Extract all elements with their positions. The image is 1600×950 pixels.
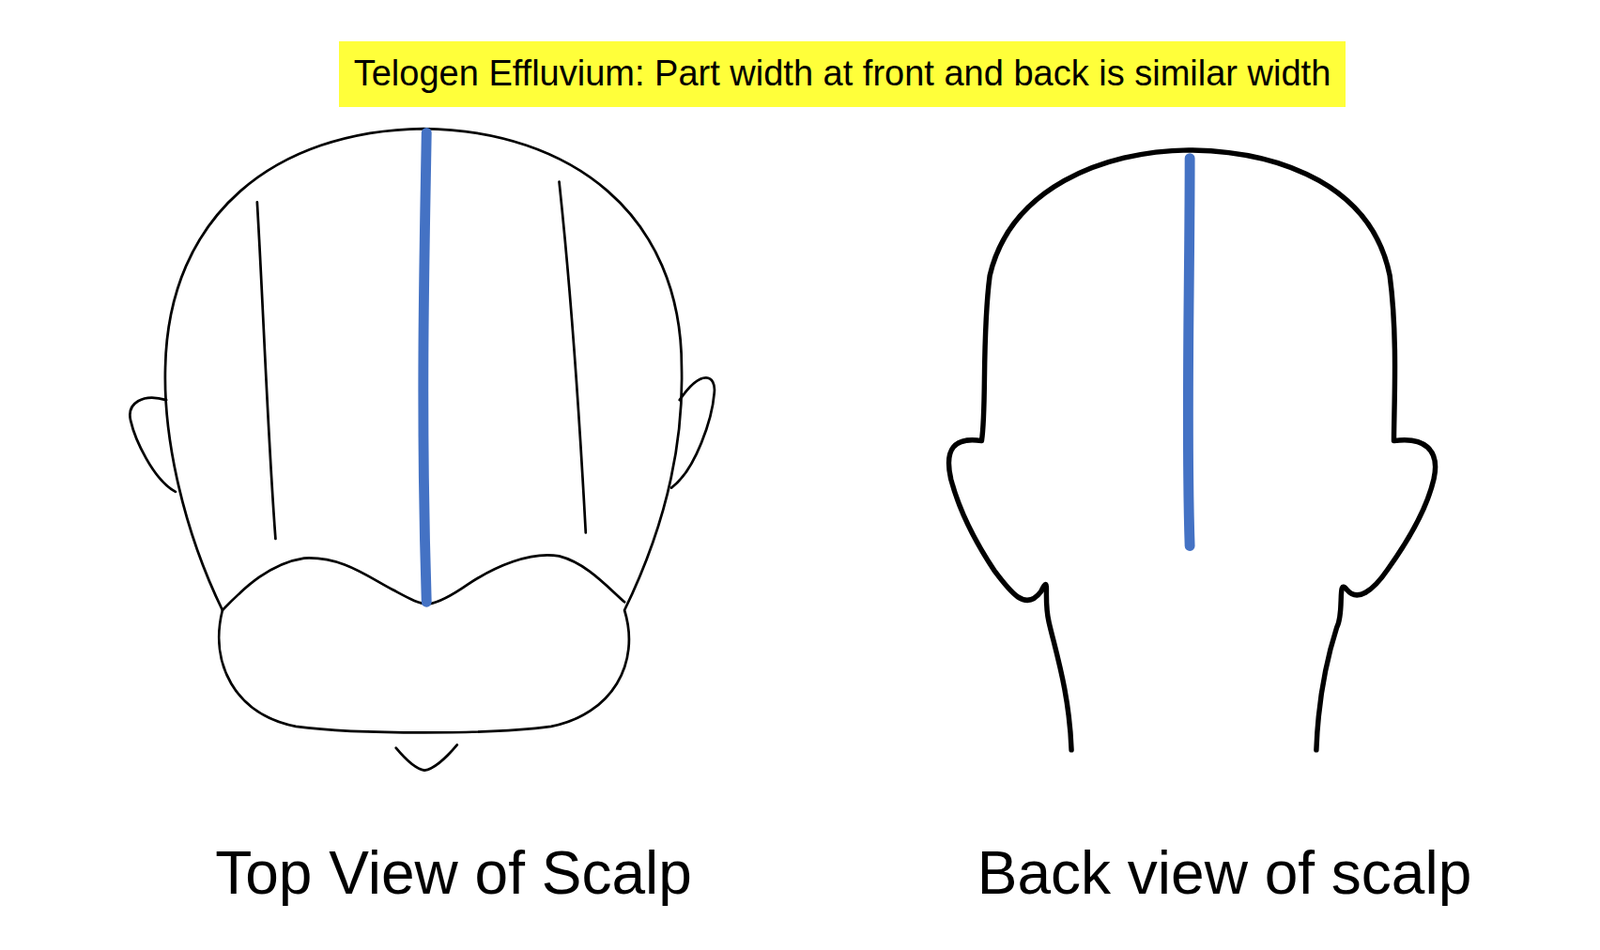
right-ear (671, 377, 715, 488)
part-line (1187, 158, 1190, 547)
view-label: Back view of scalp (977, 840, 1472, 907)
left-ear (129, 398, 175, 493)
nose (396, 744, 458, 770)
head-outline (165, 128, 682, 733)
back-head-outline (948, 150, 1435, 751)
side-line (559, 182, 586, 534)
title-banner: Telogen Effluvium: Part width at front a… (338, 41, 1347, 108)
view-label: Top View of Scalp (215, 840, 693, 907)
part-line (423, 132, 427, 602)
side-line (257, 201, 277, 539)
